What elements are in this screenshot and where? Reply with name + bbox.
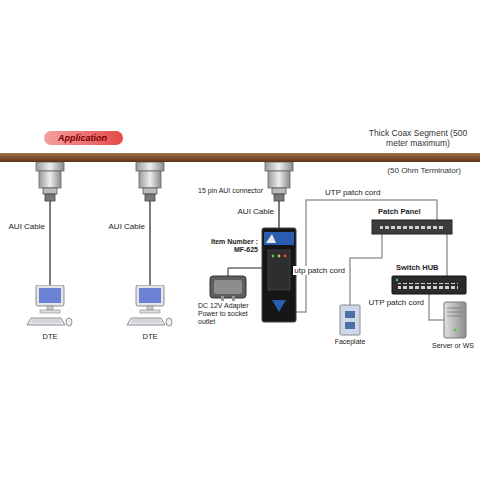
node-label: DC 12V Adapter Power to socket outlet xyxy=(198,302,260,326)
switch-hub: Switch HUB xyxy=(392,276,466,294)
dte-computer: DTE xyxy=(25,285,75,330)
node-label: DTE xyxy=(15,333,85,342)
part-label: (50 Ohm Terminator) xyxy=(386,166,462,175)
faceplate: Faceplate xyxy=(340,305,360,335)
cable-label: AUI Cable xyxy=(237,207,275,216)
cable-label: utp patch cord xyxy=(293,266,346,275)
cable-label: AUI Cable xyxy=(8,222,46,231)
node-label: DTE xyxy=(115,333,185,342)
patch-panel: Patch Panel xyxy=(372,220,452,234)
cable-connector xyxy=(296,200,437,312)
cable-connector xyxy=(446,234,448,276)
title-tab: Application xyxy=(44,131,123,145)
cable-connector xyxy=(228,268,262,276)
server-tower: Server or WS xyxy=(444,302,466,338)
node-label: Patch Panel xyxy=(378,208,421,217)
cable-label: UTP patch cord xyxy=(324,188,381,197)
cable-label: AUI Cable xyxy=(108,222,146,231)
dte-computer: DTE xyxy=(125,285,175,330)
node-label: Thick Coax Segment (500 meter maximum) xyxy=(368,129,468,149)
transceiver-device: Item Number : MF-625 xyxy=(262,228,296,322)
node-label: Item Number : MF-625 xyxy=(210,238,258,254)
node-label: Faceplate xyxy=(320,338,380,346)
cable-label: UTP patch cord xyxy=(368,298,425,307)
node-label: Server or WS xyxy=(432,342,474,350)
node-label: Switch HUB xyxy=(396,264,439,273)
coax-segment: Thick Coax Segment (500 meter maximum) xyxy=(0,153,480,162)
power-adapter: DC 12V Adapter Power to socket outlet xyxy=(210,276,246,298)
cable-connector xyxy=(429,294,444,320)
cable-connector xyxy=(350,234,382,305)
part-label: 15 pin AUI connector xyxy=(197,187,264,195)
